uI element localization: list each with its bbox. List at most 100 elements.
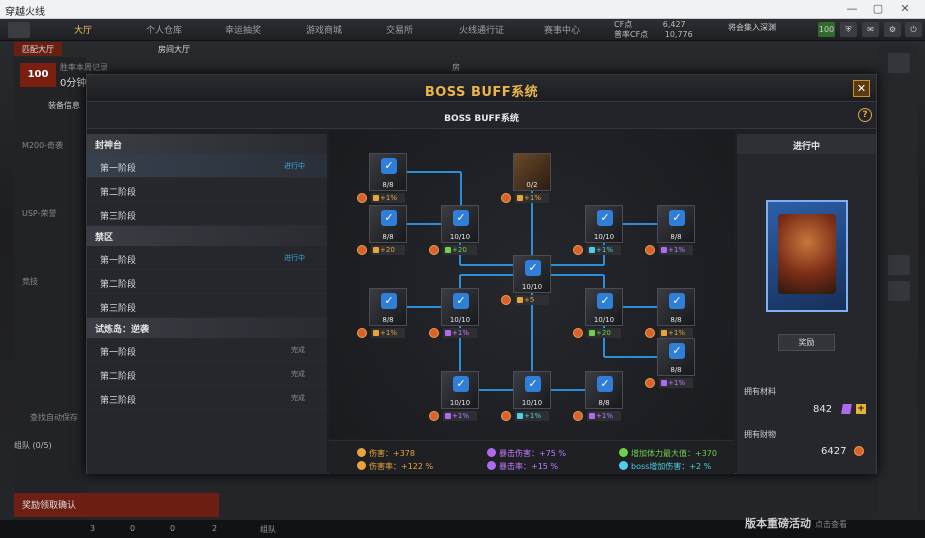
buff-node[interactable]: ✓8/8	[369, 153, 407, 191]
nav-tab-events[interactable]: 赛事中心	[544, 26, 581, 36]
buff-node[interactable]: ✓10/10	[441, 205, 479, 243]
buff-node[interactable]: ✓10/10	[441, 288, 479, 326]
node-count: 8/8	[382, 233, 394, 241]
power-icon[interactable]: ⏻	[905, 22, 922, 37]
boss-card[interactable]	[766, 200, 848, 312]
upgrade-icon[interactable]	[357, 245, 367, 255]
mail-icon[interactable]: ✉	[862, 22, 879, 37]
stat-icon	[487, 461, 496, 470]
upgrade-icon[interactable]	[645, 245, 655, 255]
buff-value: +1%	[587, 411, 621, 421]
add-material-button[interactable]: +	[856, 404, 866, 414]
buff-type-icon	[373, 330, 379, 336]
stage-row[interactable]: 第二阶段	[87, 178, 327, 202]
friend-status[interactable]: 将会集入深渊	[728, 23, 776, 32]
buff-node[interactable]: ✓8/8	[657, 205, 695, 243]
upgrade-icon[interactable]	[573, 245, 583, 255]
maximize-button[interactable]: ▢	[872, 2, 884, 15]
buff-node[interactable]: ✓8/8	[369, 288, 407, 326]
buff-node[interactable]: ✓10/10	[441, 371, 479, 409]
buff-node[interactable]: ✓10/10	[585, 205, 623, 243]
coin-icon	[854, 446, 864, 456]
upgrade-icon[interactable]	[573, 411, 583, 421]
stat-item: 伤害率：+122 %	[357, 461, 433, 472]
nav-tab-lobby[interactable]: 大厅	[74, 26, 93, 36]
buff-node[interactable]: ✓8/8	[657, 338, 695, 376]
weapon-slot-2[interactable]: USP-荣誉	[22, 209, 57, 218]
node-buff: +20	[357, 245, 407, 255]
shield-icon[interactable]: ⛨	[840, 22, 857, 37]
checkmark-icon: ✓	[525, 376, 541, 392]
close-button[interactable]: ✕	[853, 80, 870, 97]
stage-row[interactable]: 第三阶段	[87, 294, 327, 318]
stage-label: 第三阶段	[100, 304, 137, 314]
buff-node[interactable]: ✓8/8	[585, 371, 623, 409]
buff-text: +20	[596, 329, 611, 337]
buff-node[interactable]: ✓8/8	[369, 205, 407, 243]
buff-node[interactable]: 0/2	[513, 153, 551, 191]
gear-icon[interactable]: ⚙	[884, 22, 901, 37]
nav-tab-lottery[interactable]: 幸运抽奖	[225, 26, 262, 36]
stage-row[interactable]: 第三阶段完成	[87, 386, 327, 410]
window-title: 穿越火线	[5, 7, 45, 18]
stage-row[interactable]: 第一阶段进行中	[87, 246, 327, 270]
weapon-slot-1[interactable]: M200-奇袭	[22, 141, 64, 150]
upgrade-icon[interactable]	[357, 193, 367, 203]
upgrade-icon[interactable]	[645, 328, 655, 338]
dialog-subtitle: BOSS BUFF系统	[444, 114, 519, 124]
stage-status: 进行中	[284, 162, 305, 170]
sidebar-button[interactable]	[888, 281, 910, 301]
stage-label: 第三阶段	[100, 396, 137, 406]
nav-tab-pass[interactable]: 火线通行证	[459, 26, 505, 36]
sidebar-button[interactable]	[888, 53, 910, 73]
node-buff: +1%	[645, 245, 695, 255]
stage-row[interactable]: 第二阶段完成	[87, 362, 327, 386]
upgrade-icon[interactable]	[429, 411, 439, 421]
tab-match-lobby[interactable]: 匹配大厅	[14, 42, 62, 56]
node-count: 8/8	[382, 316, 394, 324]
node-buff: +1%	[501, 193, 551, 203]
buff-type-icon	[373, 195, 379, 201]
team-tab[interactable]: 组队	[260, 525, 276, 534]
upgrade-icon[interactable]	[573, 328, 583, 338]
buff-node[interactable]: ✓10/10	[513, 255, 551, 293]
buff-node[interactable]: ✓10/10	[513, 371, 551, 409]
home-icon[interactable]	[8, 22, 30, 38]
upgrade-icon[interactable]	[501, 295, 511, 305]
confirm-reward-button[interactable]: 奖励领取确认	[14, 493, 219, 517]
buff-type-icon	[517, 413, 523, 419]
nav-tab-warehouse[interactable]: 个人仓库	[146, 26, 183, 36]
weapon-slot-3[interactable]: 竞技	[22, 277, 38, 286]
upgrade-icon[interactable]	[429, 328, 439, 338]
buff-node[interactable]: ✓8/8	[657, 288, 695, 326]
node-count: 8/8	[382, 181, 394, 189]
stat-label: 暴击率：	[499, 462, 531, 471]
minimize-button[interactable]: —	[846, 2, 858, 15]
tab-room-lobby[interactable]: 房间大厅	[158, 45, 190, 54]
nav-tab-store[interactable]: 游戏商城	[306, 26, 343, 36]
upgrade-icon[interactable]	[501, 411, 511, 421]
stage-row[interactable]: 第二阶段	[87, 270, 327, 294]
reward-panel: 进行中 奖励 拥有材料 842 + 拥有财物 6427	[737, 134, 876, 474]
upgrade-icon[interactable]	[357, 328, 367, 338]
stage-label: 第二阶段	[100, 188, 137, 198]
nav-tab-exchange[interactable]: 交易所	[386, 26, 414, 36]
reward-button[interactable]: 奖励	[778, 334, 835, 351]
auto-save-label[interactable]: 查找自动保存	[30, 413, 78, 422]
gear-info-label[interactable]: 装备信息	[48, 101, 80, 110]
node-buff: +20	[429, 245, 479, 255]
stage-row[interactable]: 第一阶段进行中	[87, 154, 327, 178]
cf-value: 6,427	[662, 20, 686, 29]
upgrade-icon[interactable]	[645, 378, 655, 388]
sidebar-button[interactable]	[888, 255, 910, 275]
top-navigation: 大厅 个人仓库 幸运抽奖 游戏商城 交易所 火线通行证 赛事中心 CF点 6,4…	[0, 19, 925, 41]
buff-node[interactable]: ✓10/10	[585, 288, 623, 326]
stage-row[interactable]: 第一阶段完成	[87, 338, 327, 362]
upgrade-icon[interactable]	[501, 193, 511, 203]
upgrade-icon[interactable]	[429, 245, 439, 255]
stage-row[interactable]: 第三阶段	[87, 202, 327, 226]
close-window-button[interactable]: ✕	[900, 2, 910, 15]
buff-value: +1%	[515, 411, 549, 421]
help-icon[interactable]: ?	[858, 108, 872, 122]
event-banner[interactable]: 版本重磅活动点击查看	[745, 515, 847, 531]
